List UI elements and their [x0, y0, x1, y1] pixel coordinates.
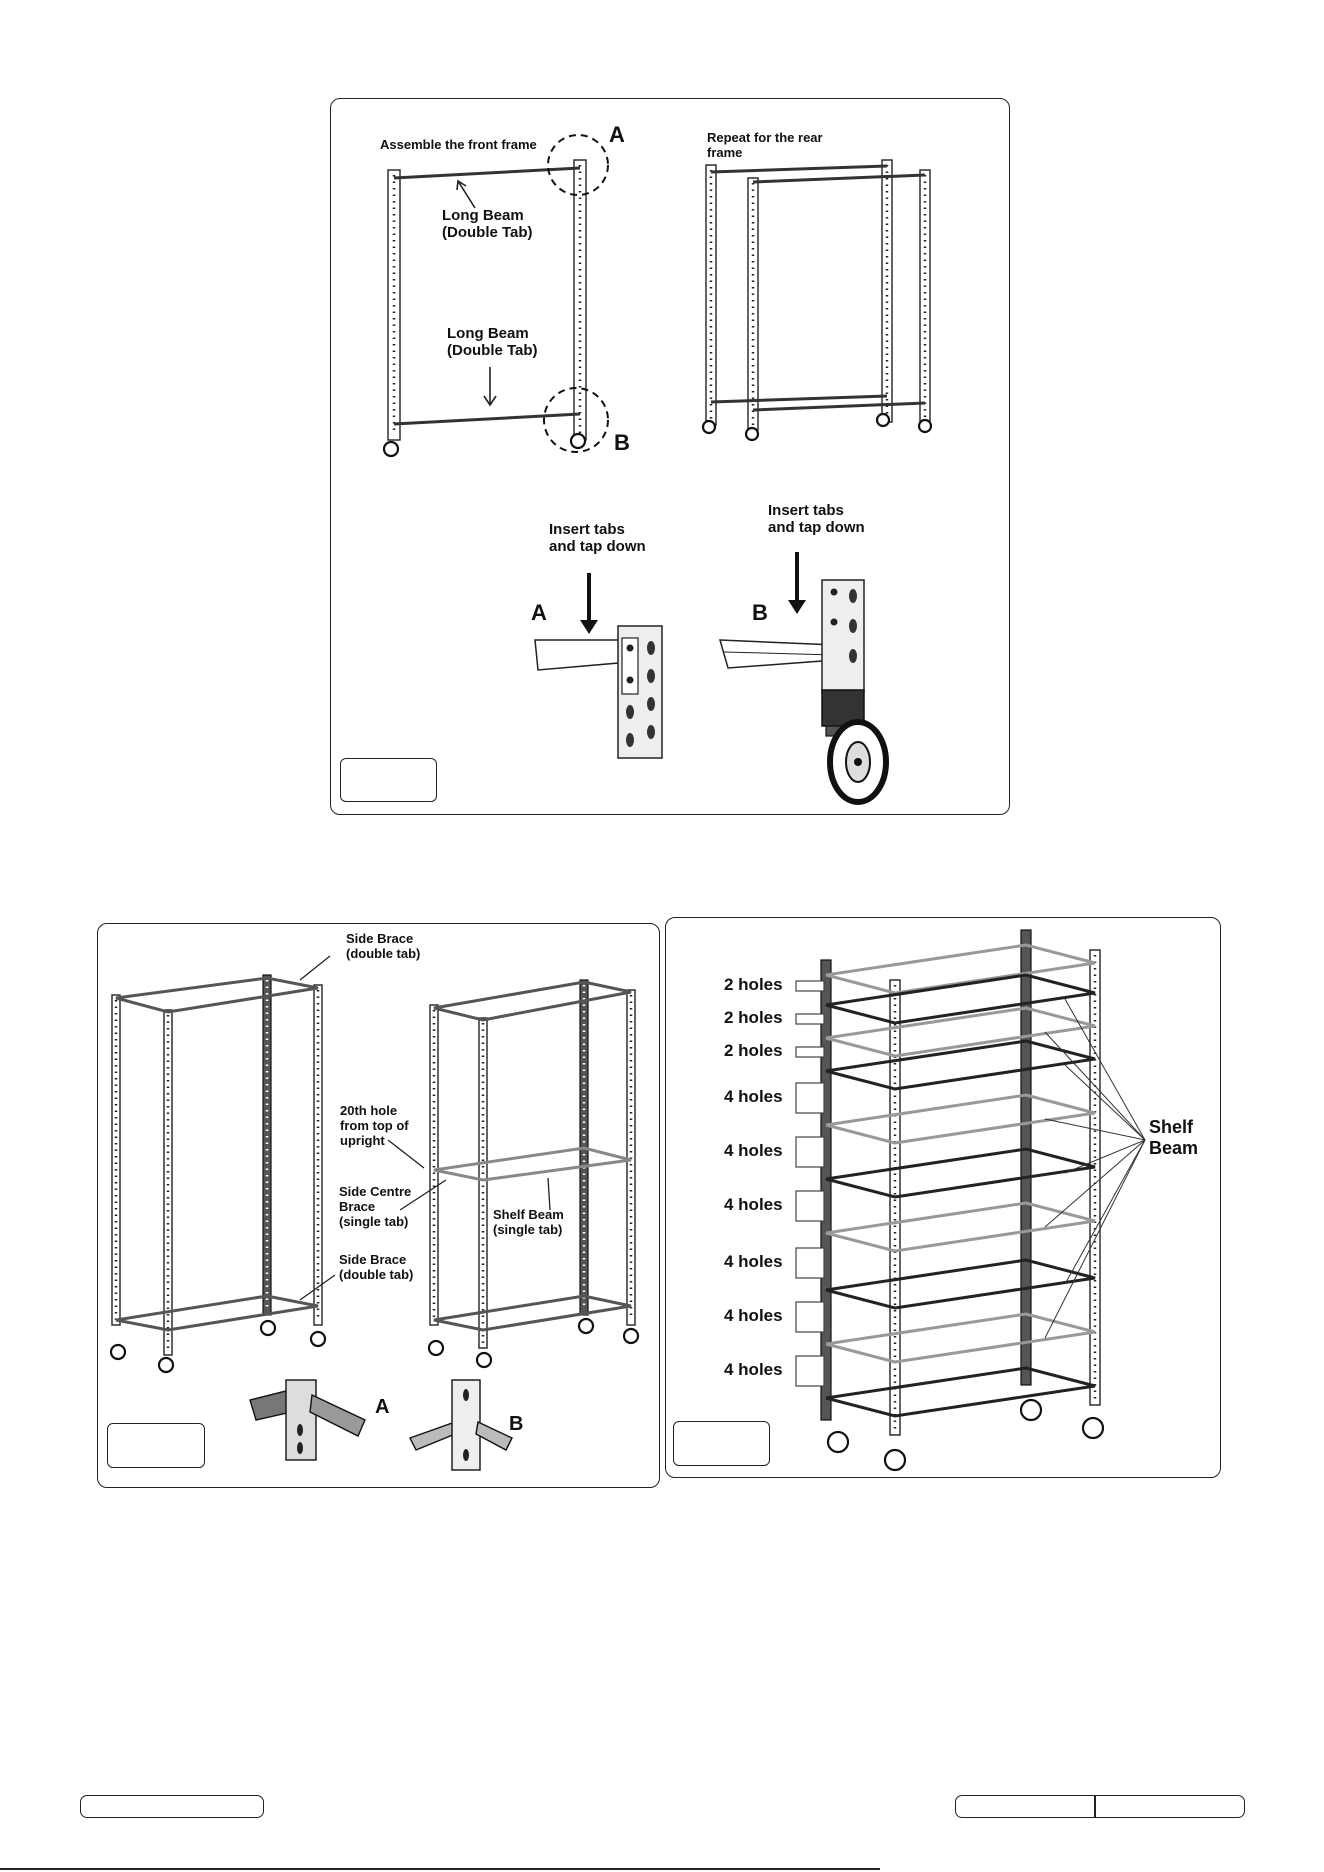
hole-count-label: 4 holes: [724, 1195, 783, 1214]
shelf-beam-leader: [1044, 1139, 1146, 1339]
insert-tabs-a-label: Insert tabs and tap down: [549, 521, 646, 556]
figure-3-number-box: [673, 1421, 770, 1466]
figure-1-number-box: [340, 758, 437, 802]
hole-count-label: 4 holes: [724, 1087, 783, 1106]
shelf-level: [825, 1006, 1096, 1058]
hole-bracket: [795, 1013, 825, 1025]
shelf-level: [825, 1366, 1096, 1418]
hole-count-label: 4 holes: [724, 1306, 783, 1325]
side-brace-top-label: Side Brace (double tab): [346, 931, 421, 961]
hole-count-label: 2 holes: [724, 1041, 783, 1060]
shelf-beam-leader: [1044, 1118, 1146, 1141]
hole-count-label: 2 holes: [724, 1008, 783, 1027]
side-centre-brace-label: Side Centre Brace (single tab): [339, 1184, 412, 1229]
hole-count-label: 4 holes: [724, 1360, 783, 1379]
fig2-detail-a-letter: A: [375, 1396, 390, 1418]
hole-count-label: 4 holes: [724, 1141, 783, 1160]
shelf-level: [825, 1147, 1096, 1199]
footer-left-box: [80, 1795, 264, 1818]
hole-bracket: [795, 1247, 825, 1279]
shelf-level: [825, 1258, 1096, 1310]
insert-tabs-b-label: Insert tabs and tap down: [768, 502, 865, 537]
long-beam-top-label: Long Beam (Double Tab): [442, 207, 533, 242]
fig2-detail-b-letter: B: [509, 1413, 524, 1435]
hole-bracket: [795, 1136, 825, 1168]
side-brace-bottom-label: Side Brace (double tab): [339, 1252, 414, 1282]
shelf-level: [825, 1039, 1096, 1091]
shelf-beam-leader: [1064, 998, 1146, 1141]
shelf-level: [825, 1201, 1096, 1253]
shelf-level: [825, 1312, 1096, 1364]
shelf-beam-label: Shelf Beam: [1149, 1117, 1199, 1158]
figure-2-number-box: [107, 1423, 205, 1468]
hole-bracket: [795, 1046, 825, 1058]
shelf-beam-leader: [1064, 1139, 1146, 1174]
shelf-beam-single-tab-label: Shelf Beam (single tab): [493, 1207, 564, 1237]
hole-bracket: [795, 1082, 825, 1114]
hole-bracket: [795, 1301, 825, 1333]
hole-bracket: [795, 1190, 825, 1222]
shelf-level: [825, 943, 1096, 995]
footer-right-divider: [1094, 1796, 1096, 1817]
figure-2-panel: [97, 923, 660, 1488]
shelf-beam-leader: [1064, 1064, 1146, 1141]
figure-1-panel: [330, 98, 1010, 815]
shelf-beam-leader: [1064, 1139, 1146, 1285]
long-beam-bottom-label: Long Beam (Double Tab): [447, 325, 538, 360]
hole-bracket: [795, 1355, 825, 1387]
marker-b-label: B: [614, 430, 630, 455]
footer-right-box: [955, 1795, 1245, 1818]
hole-count-label: 4 holes: [724, 1252, 783, 1271]
bottom-rule: [0, 1868, 880, 1870]
shelf-level: [825, 973, 1096, 1025]
assemble-front-frame-label: Assemble the front frame: [380, 137, 537, 152]
shelf-beam-leader: [1044, 1139, 1146, 1228]
hole-20-label: 20th hole from top of upright: [340, 1103, 409, 1148]
hole-count-label: 2 holes: [724, 975, 783, 994]
repeat-rear-frame-label: Repeat for the rear frame: [707, 130, 823, 160]
detail-b-letter: B: [752, 600, 768, 625]
hole-bracket: [795, 980, 825, 992]
shelf-level: [825, 1093, 1096, 1145]
marker-a-label: A: [609, 122, 625, 147]
shelf-beam-leader: [1044, 1031, 1146, 1141]
figure-3-panel: [665, 917, 1221, 1478]
detail-a-letter: A: [531, 600, 547, 625]
